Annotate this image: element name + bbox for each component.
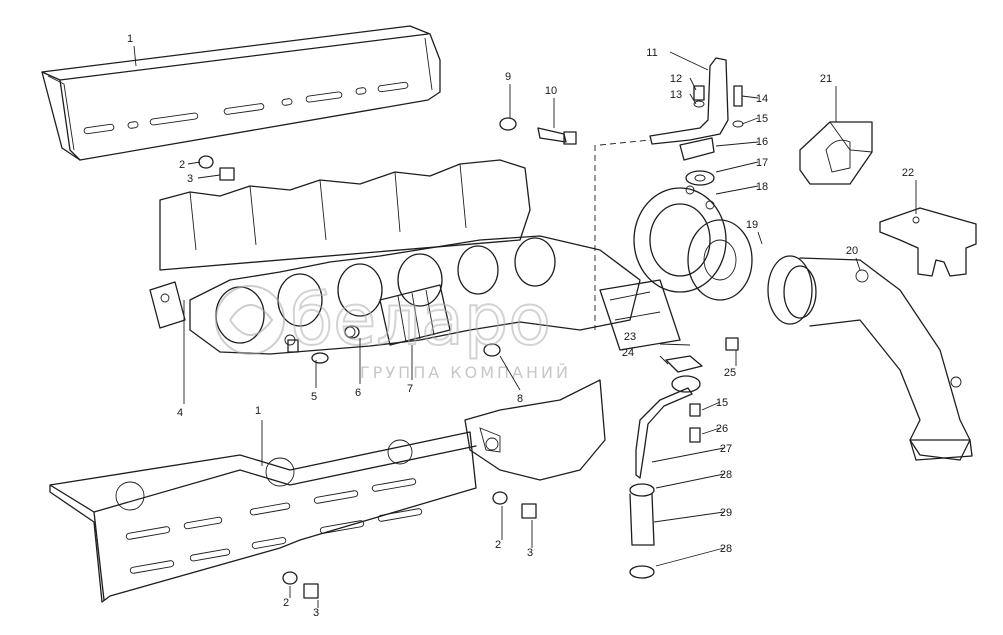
callout-label-c24: 24	[622, 347, 634, 359]
callout-label-c11: 11	[646, 47, 657, 59]
callout-label-c28a: 28	[720, 469, 732, 481]
callout-label-c26: 26	[716, 423, 728, 435]
callout-label-c22: 22	[902, 167, 914, 179]
callout-label-c10: 10	[545, 85, 557, 97]
callout-label-c29: 29	[720, 507, 732, 519]
oil-feed-pipe	[594, 57, 744, 330]
callout-leader-c24	[659, 355, 669, 365]
lower-heat-shield	[49, 431, 477, 603]
callout-label-c23: 23	[624, 331, 636, 343]
callout-label-c2c: 2	[283, 597, 289, 609]
callout-leader-c15b	[701, 401, 721, 411]
callout-leader-c20	[855, 257, 861, 271]
callout-leader-c13	[689, 93, 697, 105]
callout-leader-c11	[669, 51, 709, 71]
callout-label-c3b: 3	[527, 547, 533, 559]
callout-label-c15a: 15	[756, 113, 768, 125]
callout-label-c13: 13	[670, 89, 682, 101]
callout-label-c17: 17	[756, 157, 768, 169]
callout-label-c21: 21	[820, 73, 832, 85]
callout-label-c3c: 3	[313, 607, 319, 619]
callout-label-c4: 4	[177, 407, 183, 419]
callout-label-c16: 16	[756, 136, 768, 148]
callout-label-c5: 5	[311, 391, 317, 403]
callout-label-c14: 14	[756, 93, 768, 105]
exhaust-outlet-pipe	[767, 255, 973, 461]
callout-label-c15b: 15	[716, 397, 728, 409]
callout-label-c3a: 3	[187, 173, 193, 185]
callout-leader-c26	[701, 427, 721, 435]
callout-leader-c18	[715, 185, 759, 195]
callout-label-c8: 8	[517, 393, 523, 405]
callout-leader-c3a	[197, 174, 221, 179]
callout-leader-c28a	[655, 473, 725, 489]
support-bracket	[879, 207, 977, 277]
callout-leader-c27	[651, 447, 725, 463]
callout-leader-c17	[715, 161, 759, 173]
callout-leader-c14	[741, 95, 759, 99]
engine-block	[159, 159, 606, 481]
callout-label-c27: 27	[720, 443, 732, 455]
callout-leader-c16	[715, 141, 759, 147]
upper-shield-slots	[83, 81, 409, 135]
callout-leader-c2a	[187, 161, 201, 165]
callout-label-c19: 19	[746, 219, 758, 231]
callout-label-c6: 6	[355, 387, 361, 399]
callout-leader-c15a	[741, 117, 759, 125]
callout-label-c9: 9	[505, 71, 511, 83]
bellows-compensator	[379, 284, 451, 346]
callout-leader-c23	[659, 343, 691, 346]
callout-label-c20: 20	[846, 245, 858, 257]
callout-leader-c8	[499, 355, 521, 391]
callout-label-c7: 7	[407, 383, 413, 395]
callout-leader-c12	[689, 77, 697, 91]
callout-label-c18: 18	[756, 181, 768, 193]
callout-label-c2a: 2	[179, 159, 185, 171]
callout-label-c1a: 1	[127, 33, 133, 45]
watermark-logo-text: белаpo	[290, 279, 551, 361]
watermark-subtitle: ГРУППА КОМПАНИЙ	[360, 363, 571, 382]
upper-heat-shield	[41, 25, 441, 161]
turbocharger	[599, 185, 753, 351]
clamp-half	[799, 121, 873, 185]
callout-leader-c28b	[655, 547, 725, 567]
callout-label-c2b: 2	[495, 539, 501, 551]
callout-leader-c1a	[133, 45, 137, 67]
callout-label-c1b: 1	[255, 405, 261, 417]
bolt-washer-9-10	[499, 117, 577, 145]
watermark: белаpo ГРУППА КОМПАНИЙ	[215, 278, 571, 382]
oil-drain-pipe	[629, 337, 739, 579]
callout-label-c12: 12	[670, 73, 682, 85]
callout-leader-c29	[653, 511, 725, 523]
callout-leader-c19	[757, 231, 763, 245]
callout-label-c25: 25	[724, 367, 736, 379]
lower-shield-slots	[125, 478, 423, 574]
callout-label-c28b: 28	[720, 543, 732, 555]
